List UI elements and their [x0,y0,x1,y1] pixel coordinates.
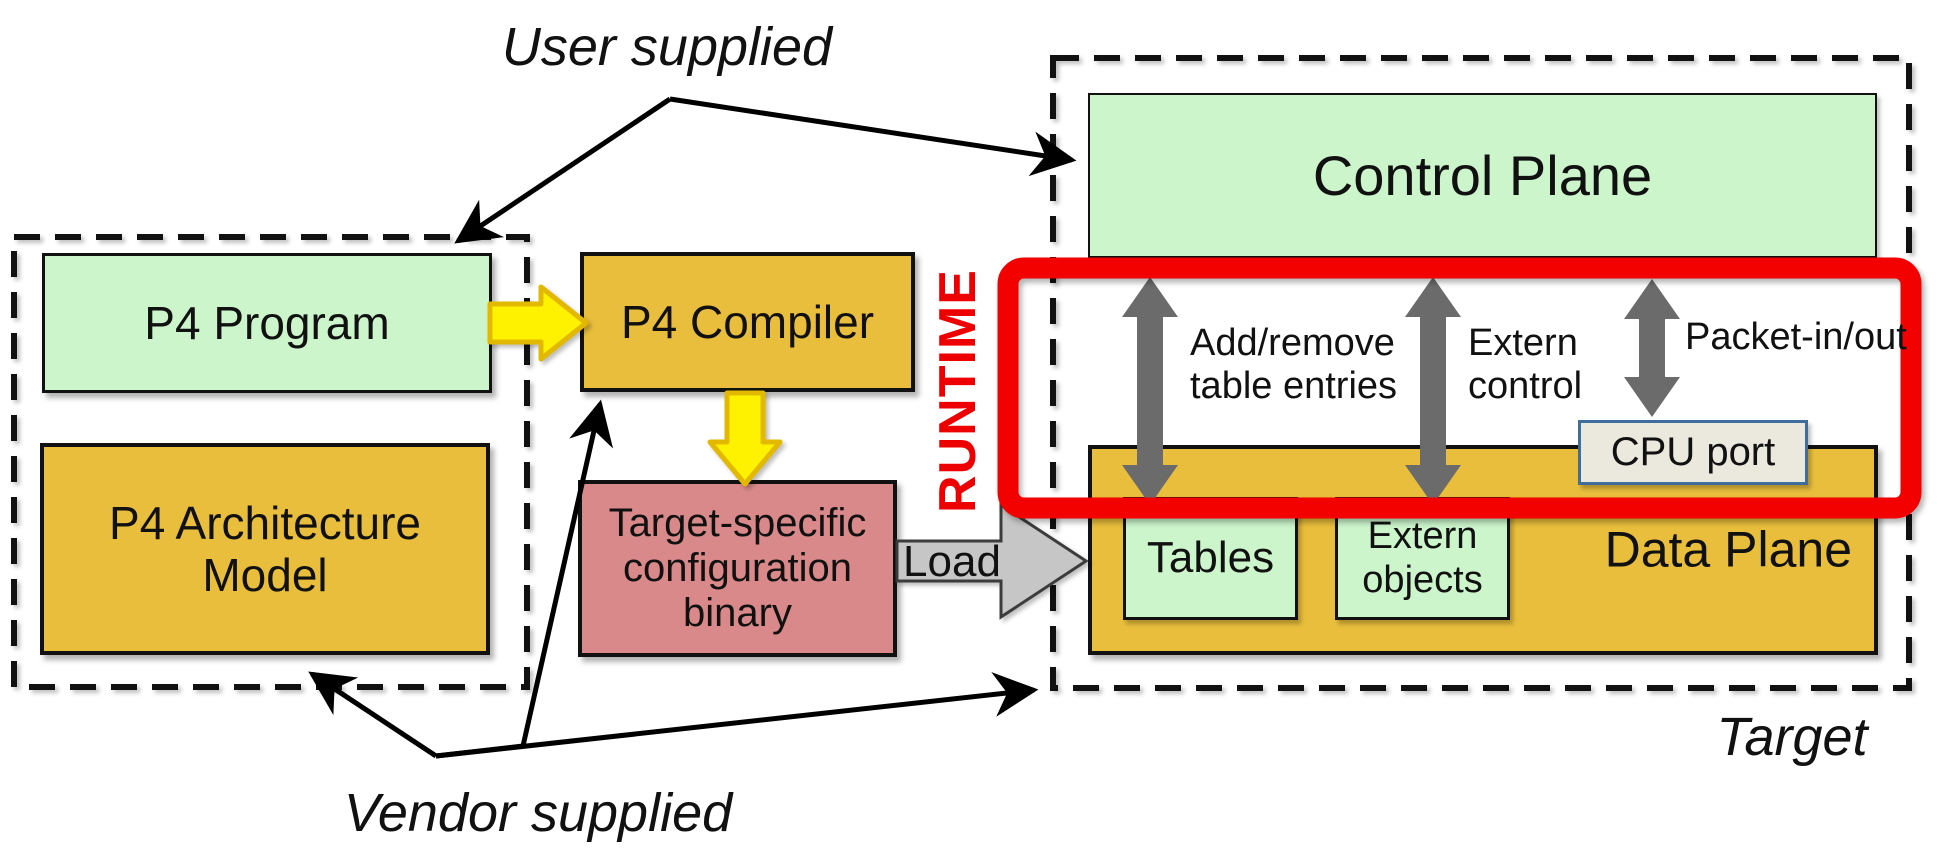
add-remove-table-entries-label: Add/remove table entries [1190,322,1398,407]
target-label: Target [1716,707,1868,767]
user-supplied-label: User supplied [501,17,833,77]
packet-in-out-label: Packet-in/out [1685,316,1907,358]
load-label: Load [903,537,1001,586]
p4-compiler-label: P4 Compiler [620,295,875,348]
vendor-supplied-label: Vendor supplied [343,783,733,843]
extern-control-label: Extern control [1468,322,1583,407]
runtime-label: RUNTIME [929,269,987,513]
p4-compiler-box: P4 Compiler [580,252,915,392]
target-specific-binary-label: Target-specific configuration binary [608,500,867,636]
